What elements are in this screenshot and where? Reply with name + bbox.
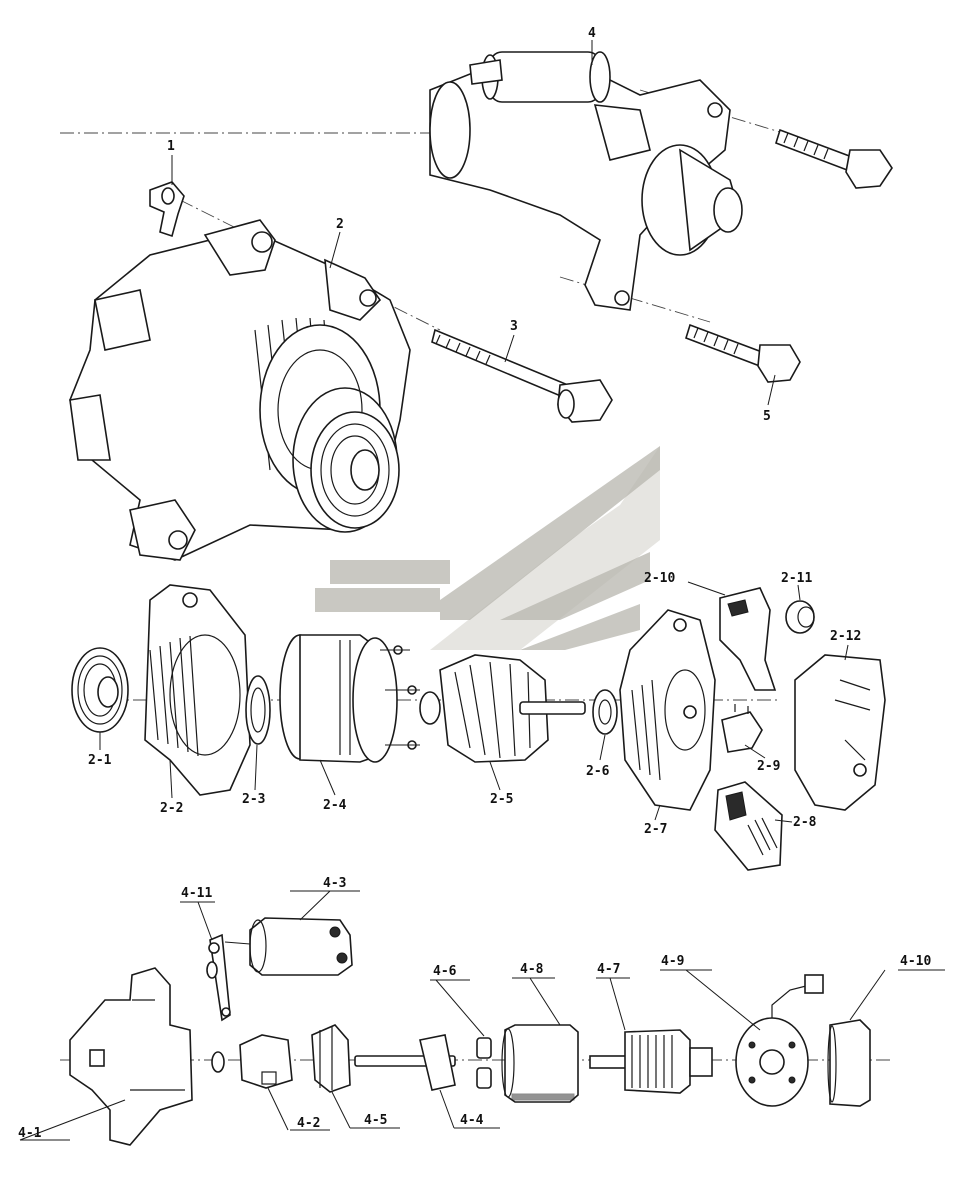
label-4-5: 4-5 bbox=[364, 1113, 387, 1128]
label-1: 1 bbox=[167, 139, 175, 154]
label-2-7: 2-7 bbox=[644, 822, 667, 837]
label-4: 4 bbox=[588, 26, 596, 41]
part-4-5-gear bbox=[311, 1024, 351, 1093]
label-3: 3 bbox=[510, 319, 518, 334]
part-2-6-rear-bearing bbox=[592, 689, 618, 735]
part-2-5-rotor bbox=[419, 654, 586, 763]
part-3-long-bolt bbox=[431, 328, 613, 423]
label-4-9: 4-9 bbox=[661, 954, 684, 969]
part-4-7-armature bbox=[589, 1029, 713, 1094]
label-4-2: 4-2 bbox=[297, 1116, 320, 1131]
upper-mounting-bolt bbox=[775, 128, 893, 189]
part-1-bracket-nut bbox=[149, 181, 185, 238]
label-2-1: 2-1 bbox=[88, 753, 112, 768]
label-2-10: 2-10 bbox=[644, 571, 675, 586]
assembly-axis-lines bbox=[60, 89, 890, 1061]
label-2-5: 2-5 bbox=[490, 792, 513, 807]
label-4-11: 4-11 bbox=[181, 886, 212, 901]
label-5: 5 bbox=[763, 409, 771, 424]
callout-labels: 1 2 3 4 5 2-1 2-2 2-3 2-4 2-5 2-6 2-7 2-… bbox=[18, 26, 931, 1141]
part-2-4-stator bbox=[279, 634, 420, 763]
part-4-1-drive-housing bbox=[69, 967, 193, 1146]
part-4-4-shaft bbox=[354, 1034, 456, 1091]
label-2-11: 2-11 bbox=[781, 571, 812, 586]
brand-logo-watermark bbox=[315, 446, 660, 650]
part-4-11-lever bbox=[206, 933, 231, 1022]
part-2-8-rectifier bbox=[714, 781, 783, 871]
part-4-9-brush-plate bbox=[735, 974, 824, 1107]
part-4-6-planet-gears bbox=[476, 1037, 492, 1089]
label-4-6: 4-6 bbox=[433, 964, 457, 979]
label-2: 2 bbox=[336, 217, 344, 232]
part-2-11-cap bbox=[785, 600, 815, 634]
part-4-10-end-cover bbox=[827, 1019, 871, 1107]
part-4-3-solenoid bbox=[224, 917, 353, 976]
label-4-3: 4-3 bbox=[323, 876, 346, 891]
part-2-alternator bbox=[69, 219, 411, 561]
part-2-10-brush-holder bbox=[719, 587, 777, 691]
label-2-6: 2-6 bbox=[586, 764, 610, 779]
part-2-2-front-housing bbox=[144, 584, 251, 796]
part-2-1-pulley bbox=[71, 647, 129, 733]
part-4-starter-motor bbox=[429, 51, 743, 311]
label-2-12: 2-12 bbox=[830, 629, 861, 644]
part-2-7-rear-housing bbox=[619, 609, 716, 811]
label-2-9: 2-9 bbox=[757, 759, 780, 774]
part-2-9-terminal bbox=[721, 704, 763, 753]
label-4-1: 4-1 bbox=[18, 1126, 42, 1141]
label-2-3: 2-3 bbox=[242, 792, 265, 807]
label-2-2: 2-2 bbox=[160, 801, 183, 816]
part-4-2-pinion-clutch bbox=[211, 1034, 293, 1089]
label-4-10: 4-10 bbox=[900, 954, 931, 969]
label-4-7: 4-7 bbox=[597, 962, 620, 977]
label-2-8: 2-8 bbox=[793, 815, 817, 830]
part-5-bolt bbox=[685, 323, 801, 383]
part-4-8-yoke bbox=[501, 1024, 579, 1103]
label-4-4: 4-4 bbox=[460, 1113, 484, 1128]
part-2-12-rear-cover bbox=[794, 654, 886, 811]
label-2-4: 2-4 bbox=[323, 798, 347, 813]
part-2-3-bearing bbox=[245, 675, 271, 745]
callout-leader-lines bbox=[19, 40, 945, 1141]
label-4-8: 4-8 bbox=[520, 962, 544, 977]
